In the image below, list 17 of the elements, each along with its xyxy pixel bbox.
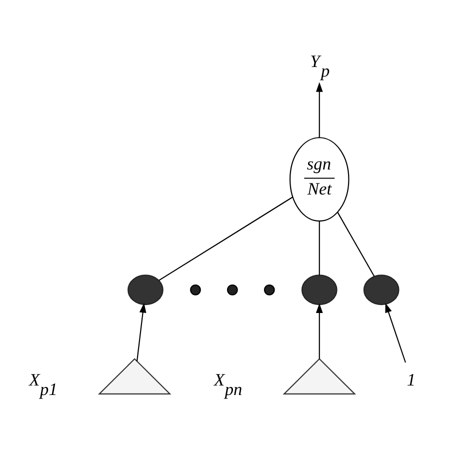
node-circle bbox=[264, 284, 275, 296]
connector bbox=[318, 221, 320, 276]
node-circle bbox=[227, 284, 238, 296]
node-circle bbox=[363, 274, 400, 306]
node-circle bbox=[301, 274, 338, 306]
arrow bbox=[385, 302, 406, 363]
node-circle bbox=[190, 284, 201, 296]
node-triangle bbox=[98, 358, 172, 394]
node-ellipse: sgn Net bbox=[290, 137, 350, 222]
connector bbox=[337, 212, 375, 277]
arrow bbox=[316, 303, 323, 359]
arrow bbox=[136, 302, 146, 362]
arrow bbox=[316, 82, 323, 138]
connector bbox=[158, 196, 293, 281]
node-triangle bbox=[282, 358, 356, 394]
node-text: 1 bbox=[406, 370, 416, 390]
node-circle bbox=[128, 274, 164, 306]
